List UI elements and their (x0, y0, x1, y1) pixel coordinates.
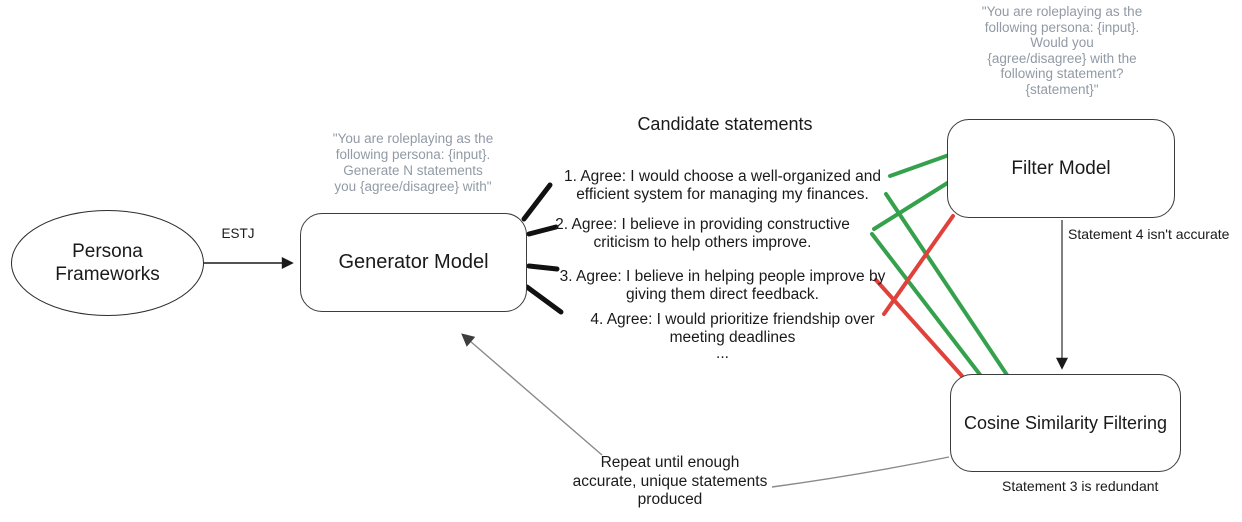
statement3-to-cosine-reject-line (874, 278, 964, 378)
statement-item-1: 1. Agree: I would choose a well-organize… (563, 168, 882, 203)
statement1-to-filter-accept-line (888, 153, 951, 178)
candidate-statements-heading: Candidate statements (637, 114, 813, 134)
statement4-annotation: Statement 4 isn't accurate (1068, 226, 1230, 242)
persona-frameworks-node: Persona Frameworks (11, 210, 204, 316)
repeat-loop-arrow (461, 333, 603, 456)
generator-fanout-tick-3 (526, 263, 560, 272)
generator-model-node: Generator Model (300, 213, 527, 312)
statement-item-2: 2. Agree: I believe in providing constru… (555, 216, 850, 251)
generator-model-label: Generator Model (338, 251, 489, 273)
generator-fanout-tick-4 (524, 284, 564, 315)
statement1-to-cosine-accept-line (884, 192, 1009, 377)
statement3-annotation: Statement 3 is redundant (1002, 478, 1159, 494)
filter-to-statement4-reject-line (882, 214, 955, 316)
statement2-to-filter-accept-line (872, 180, 951, 231)
persona-frameworks-label: Persona Frameworks (55, 240, 160, 285)
cosine-to-note-line (771, 456, 950, 488)
statement-item-4: 4. Agree: I would prioritize friendship … (590, 311, 875, 346)
generator-prompt-text: "You are roleplaying as the following pe… (332, 131, 494, 194)
cosine-similarity-node: Cosine Similarity Filtering (950, 374, 1181, 472)
cosine-similarity-label: Cosine Similarity Filtering (963, 412, 1168, 433)
generator-fanout-tick-1 (521, 182, 553, 222)
statement-item-3: 3. Agree: I believe in helping people im… (559, 268, 886, 303)
estj-label: ESTJ (221, 226, 255, 241)
generator-fanout-tick-2 (526, 224, 559, 237)
filter-model-node: Filter Model (947, 119, 1175, 218)
statements-ellipsis: ... (716, 345, 729, 362)
repeat-note: Repeat until enough accurate, unique sta… (572, 454, 768, 508)
filter-prompt-text: "You are roleplaying as the following pe… (981, 4, 1143, 97)
filter-model-label: Filter Model (1011, 157, 1111, 179)
statement2-to-cosine-accept-line (870, 232, 983, 378)
